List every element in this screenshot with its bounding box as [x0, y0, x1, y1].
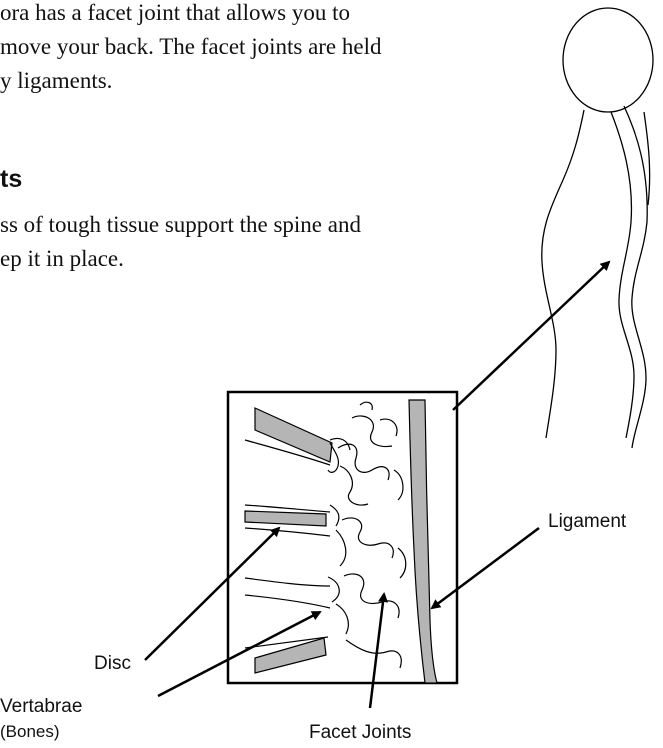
spine-line-outer	[624, 106, 647, 448]
bones-label: (Bones)	[0, 722, 60, 742]
vertebrae-label: Vertabrae	[0, 696, 82, 718]
facet-joints-label: Facet Joints	[309, 722, 411, 744]
human-figure-outline	[542, 8, 653, 448]
figure-to-inset-arrow	[453, 262, 609, 410]
disc-label: Disc	[94, 653, 131, 675]
head-outline	[563, 8, 653, 112]
spine-line-inner	[611, 112, 634, 438]
ligament-label: Ligament	[548, 511, 626, 533]
back-outline	[542, 110, 584, 438]
